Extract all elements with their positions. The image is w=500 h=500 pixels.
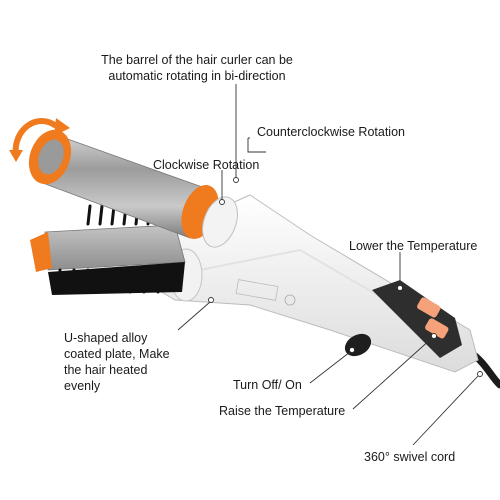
- control-panel: [372, 280, 462, 358]
- lower-temperature-annotation: Lower the Temperature: [349, 239, 478, 253]
- callout-lines: [177, 84, 483, 446]
- clockwise-annotation: Clockwise Rotation: [153, 158, 260, 172]
- rotating-barrel: [28, 129, 238, 248]
- plate-annotation: U-shaped alloy coated plate, Make the ha…: [64, 331, 170, 393]
- counterclockwise-annotation: Counterclockwise Rotation: [257, 125, 405, 139]
- heating-plate: [30, 224, 186, 295]
- lower-temp-button: [417, 297, 441, 318]
- barrel-annotation: The barrel of the hair curler can be aut…: [101, 53, 293, 83]
- swivel-cord-annotation: 360° swivel cord: [364, 450, 456, 464]
- raise-temperature-annotation: Raise the Temperature: [219, 404, 346, 418]
- raise-temp-button: [425, 318, 449, 339]
- rotation-arrow-icon: [9, 118, 70, 162]
- power-annotation: Turn Off/ On: [233, 378, 302, 392]
